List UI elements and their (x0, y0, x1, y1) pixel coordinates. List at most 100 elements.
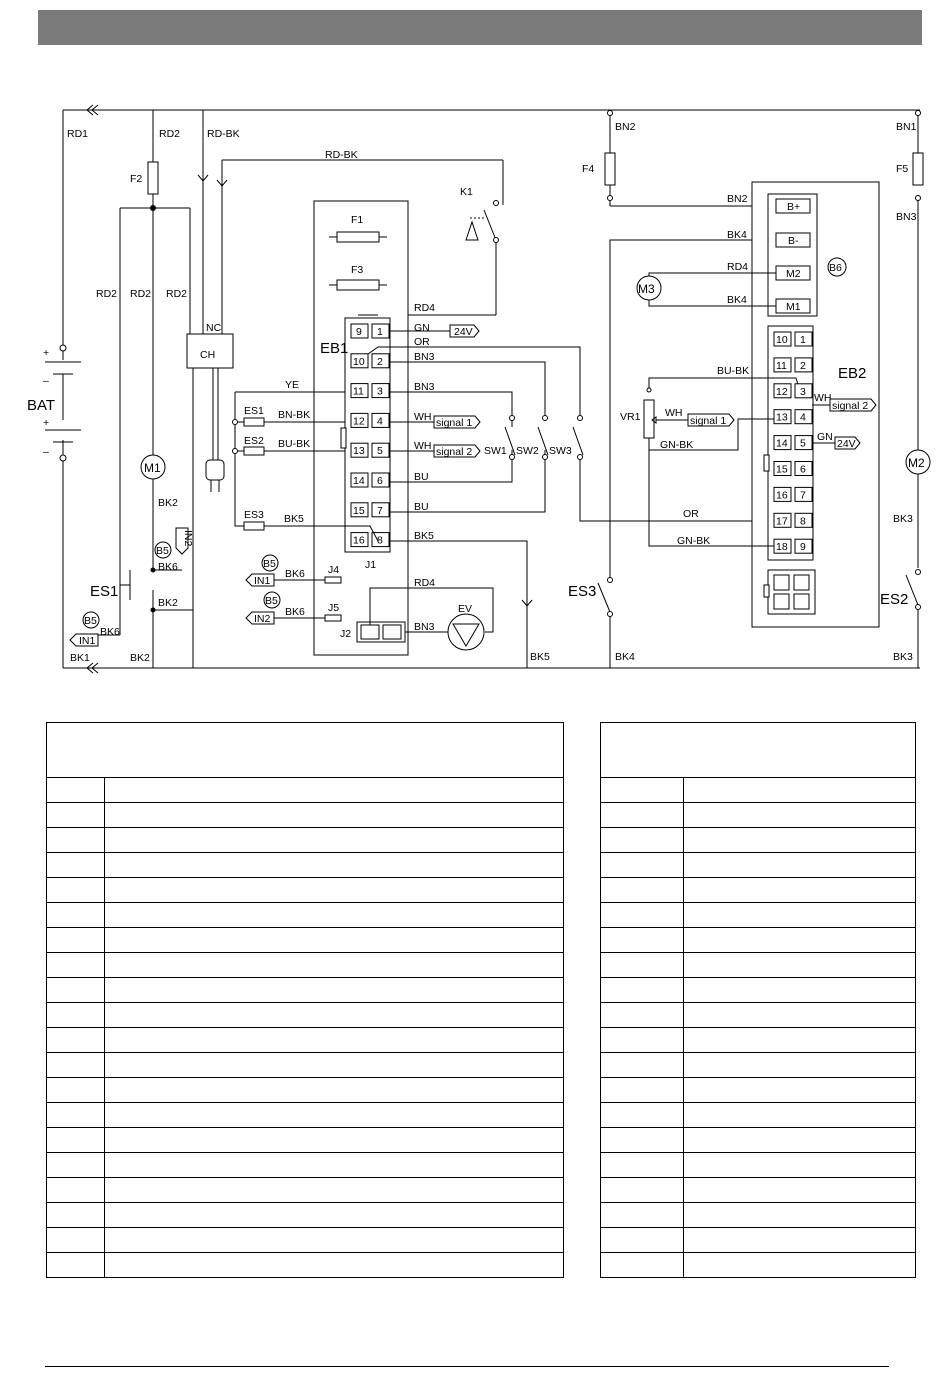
eb2-pin-label: 4 (800, 412, 806, 424)
wire-bk4-m3: BK4 (727, 294, 747, 306)
fuse-f2-label: F2 (130, 173, 142, 185)
legend-left-desc-cell (104, 1002, 564, 1028)
legend-left-desc-cell (104, 877, 564, 903)
wire-bk5-es3: BK5 (284, 513, 304, 525)
wire-bk6-j4: BK6 (285, 568, 305, 580)
table-row (46, 902, 564, 928)
eb1-pin-box (371, 472, 390, 488)
table-row (46, 952, 564, 978)
eb1-pin-box (350, 323, 369, 339)
motor-m1-label: M1 (144, 461, 161, 475)
eb2-pin-label: 18 (776, 541, 788, 553)
terminal-m2: M2 (786, 268, 801, 280)
table-row (600, 1002, 916, 1028)
legend-left-desc-cell (104, 1052, 564, 1078)
wire-bn3-ev: BN3 (414, 621, 435, 633)
sensor-es2-label-left: ES2 (244, 435, 264, 447)
wire-bk6-j5: BK6 (285, 606, 305, 618)
legend-left-code-cell (46, 1152, 105, 1178)
table-row (46, 1077, 564, 1103)
fuse-f1-label: F1 (351, 214, 363, 226)
wire-bn3-right: BN3 (896, 211, 917, 223)
wire-or-sw3: OR (683, 508, 699, 520)
table-row (600, 827, 916, 853)
wiring-diagram: + – + – BAT RD1 RD2 F2 RD2 RD2 RD2 M1 BK… (27, 104, 931, 674)
eb2-pin-label: 3 (800, 386, 806, 398)
legend-left-code-cell (46, 1227, 105, 1253)
eb1-pin-box (350, 412, 369, 428)
wire-or-eb1: OR (414, 336, 430, 348)
connector-j2-label: J2 (340, 628, 351, 640)
legend-left-code-cell (46, 852, 105, 878)
legend-right-code-cell (600, 1127, 684, 1153)
legend-right-desc-cell (683, 1052, 916, 1078)
sensor-es3-label-left: ES3 (244, 509, 264, 521)
eb2-pin-label: 9 (800, 541, 806, 553)
table-row (46, 1102, 564, 1128)
eb2-pin-label: 7 (800, 489, 806, 501)
legend-right-desc-cell (683, 1027, 916, 1053)
wire-gn-bk-eb2: GN-BK (677, 535, 710, 547)
legend-left-code-cell (46, 1177, 105, 1203)
table-row (46, 802, 564, 828)
table-row (600, 952, 916, 978)
legend-left-code-cell (46, 927, 105, 953)
eb2-pin-label: 12 (776, 386, 788, 398)
eb2-pin-label: 16 (776, 489, 788, 501)
legend-right-code-cell (600, 1102, 684, 1128)
eb2-pin-label: 14 (776, 438, 788, 450)
table-row (600, 777, 916, 803)
connector-j5-label: J5 (328, 602, 339, 614)
legend-left-desc-cell (104, 827, 564, 853)
legend-right-desc-cell (683, 1077, 916, 1103)
eb2-pin-box (773, 512, 792, 528)
legend-left-code-cell (46, 902, 105, 928)
legend-right-code-cell (600, 1052, 684, 1078)
eb2-pin-label: 1 (800, 334, 806, 346)
legend-right-desc-cell (683, 1202, 916, 1228)
table-row (46, 852, 564, 878)
eb1-pin-label: 5 (377, 445, 383, 457)
tag-signal2-eb1: signal 2 (436, 446, 472, 458)
table-row (46, 1002, 564, 1028)
legend-right-desc-cell (683, 902, 916, 928)
eb1-pin-box (371, 353, 390, 369)
legend-right-desc-cell (683, 952, 916, 978)
legend-right-code-cell (600, 777, 684, 803)
switch-sw1-label: SW1 (484, 445, 507, 457)
eb1-pin-box (371, 502, 390, 518)
wire-bk5-bottom: BK5 (530, 651, 550, 663)
in2-tag-vertical: IN2 (182, 530, 194, 547)
wire-wh-eb1-b: WH (414, 440, 432, 452)
relay-k1: K1 RD4 (378, 160, 504, 316)
eb1-pin-label: 8 (377, 535, 383, 547)
terminal-m1: M1 (786, 301, 801, 313)
wire-rd2-b: RD2 (130, 288, 151, 300)
eb1-pin-label: 13 (353, 445, 365, 457)
fuse-f4-label: F4 (582, 163, 594, 175)
wire-gn-bk-vr1: GN-BK (660, 439, 693, 451)
wire-rd4-ev: RD4 (414, 577, 435, 589)
eb2-pin-box (794, 461, 813, 476)
legend-left-desc-cell (104, 1102, 564, 1128)
table-row (46, 977, 564, 1003)
b6-badge: B6 (829, 262, 842, 274)
legend-table-left (46, 722, 564, 1278)
charger-ch-label: CH (200, 349, 215, 361)
legend-left-desc-cell (104, 1027, 564, 1053)
eb2-pin-box (794, 331, 813, 347)
eb2-pin-box (794, 538, 813, 554)
table-row (46, 877, 564, 903)
wire-rd-bk-2: RD-BK (325, 149, 358, 161)
fuse-f5-label: F5 (896, 163, 908, 175)
terminal-b-plus: B+ (787, 201, 800, 213)
legend-left-code-cell (46, 1252, 105, 1278)
eb1-pin-label: 9 (356, 326, 362, 338)
legend-left-desc-cell (104, 1127, 564, 1153)
eb1-pin-label: 7 (377, 505, 383, 517)
legend-right-code-cell (600, 1002, 684, 1028)
battery-minus-1: – (43, 375, 49, 387)
eb1-pin-box (371, 323, 390, 339)
table-row (600, 802, 916, 828)
